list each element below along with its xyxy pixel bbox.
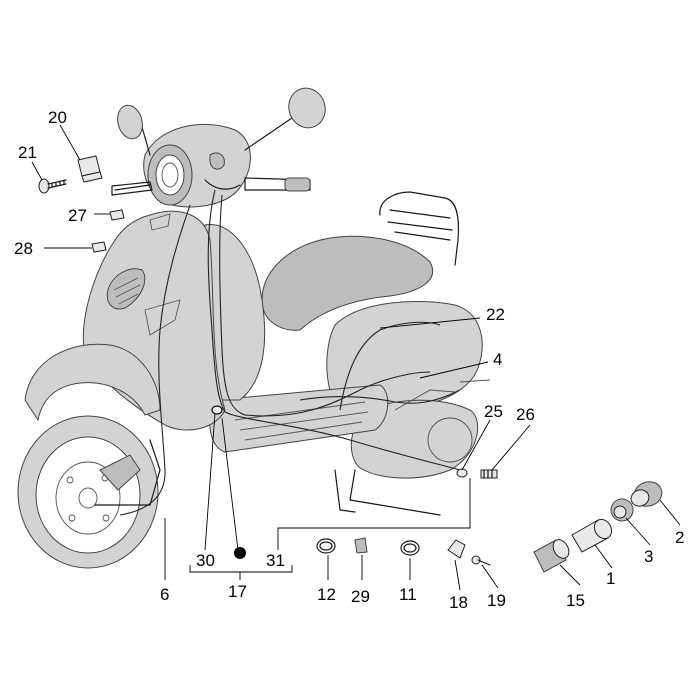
choke-cable	[299, 389, 461, 404]
label-1: 1	[606, 569, 615, 588]
part-labels: 20 21 27 28 22 4 25 26 2 3 1 15 6 30 31 …	[14, 108, 684, 612]
label-4: 4	[493, 350, 502, 369]
seat-cable	[339, 321, 441, 411]
part-20-bracket	[77, 155, 103, 183]
front-brake-cable	[119, 204, 191, 516]
part-19-screw	[471, 555, 491, 566]
label-31: 31	[266, 551, 285, 570]
part-29-clip	[354, 537, 368, 554]
grille-slats	[113, 277, 141, 305]
part-2-cap	[630, 481, 663, 507]
label-15: 15	[566, 591, 585, 610]
left-grip-line	[114, 184, 151, 191]
brake-lever	[204, 179, 241, 190]
cable-grommet	[211, 405, 223, 415]
rear-hub	[427, 417, 473, 463]
glovebox-outline	[144, 299, 181, 336]
brake-disc	[55, 461, 121, 535]
label-26: 26	[516, 405, 535, 424]
part-26-bolt	[480, 469, 498, 479]
left-mirror	[117, 104, 143, 140]
center-stand	[334, 469, 441, 516]
scooter-illustration	[17, 87, 491, 569]
part-15-bushing	[533, 539, 570, 573]
left-grip	[111, 181, 153, 196]
label-17: 17	[228, 582, 247, 601]
label-11: 11	[399, 585, 417, 604]
label-29: 29	[351, 587, 370, 606]
label-12: 12	[317, 585, 336, 604]
label-2: 2	[675, 528, 684, 547]
marker-dot	[234, 547, 246, 559]
label-27: 27	[68, 206, 87, 225]
part-1-sleeve	[571, 518, 613, 553]
front-hub	[78, 487, 98, 509]
label-18: 18	[449, 593, 468, 612]
disc-hole	[102, 514, 110, 522]
leader-lines	[31, 124, 681, 591]
throttle-cable	[207, 189, 461, 471]
headlight-bulb	[161, 162, 179, 188]
part-11-clamp	[400, 540, 420, 556]
label-22: 22	[486, 305, 505, 324]
label-20: 20	[48, 108, 67, 127]
front-rim	[35, 436, 141, 554]
label-19: 19	[487, 591, 506, 610]
floor-ribs	[234, 401, 369, 441]
part-18-bracket	[447, 539, 466, 559]
label-6: 6	[160, 585, 169, 604]
part-3-ring	[610, 498, 634, 522]
brake-caliper	[99, 454, 141, 491]
part-28-clip	[91, 241, 107, 253]
part-27-clip	[109, 209, 125, 221]
headlight-lens	[155, 154, 185, 196]
label-30: 30	[196, 551, 215, 570]
emblem	[149, 213, 171, 231]
speedometer	[209, 152, 225, 170]
seat	[261, 235, 433, 331]
label-21: 21	[18, 143, 37, 162]
label-3: 3	[644, 547, 653, 566]
part-21-screw	[38, 178, 67, 194]
part-12-clamp	[316, 538, 336, 554]
rear-rack	[379, 191, 460, 266]
rear-brake-cable	[219, 194, 431, 417]
throttle-grip	[284, 177, 311, 192]
label-25: 25	[484, 402, 503, 421]
front-fender	[24, 343, 161, 422]
front-suspension-arm	[94, 439, 161, 506]
label-28: 28	[14, 239, 33, 258]
right-mirror-stem	[244, 117, 293, 151]
disc-hole	[68, 514, 76, 522]
right-mirror	[288, 87, 326, 129]
part-25-adjuster	[456, 468, 468, 478]
disc-hole	[66, 476, 74, 484]
